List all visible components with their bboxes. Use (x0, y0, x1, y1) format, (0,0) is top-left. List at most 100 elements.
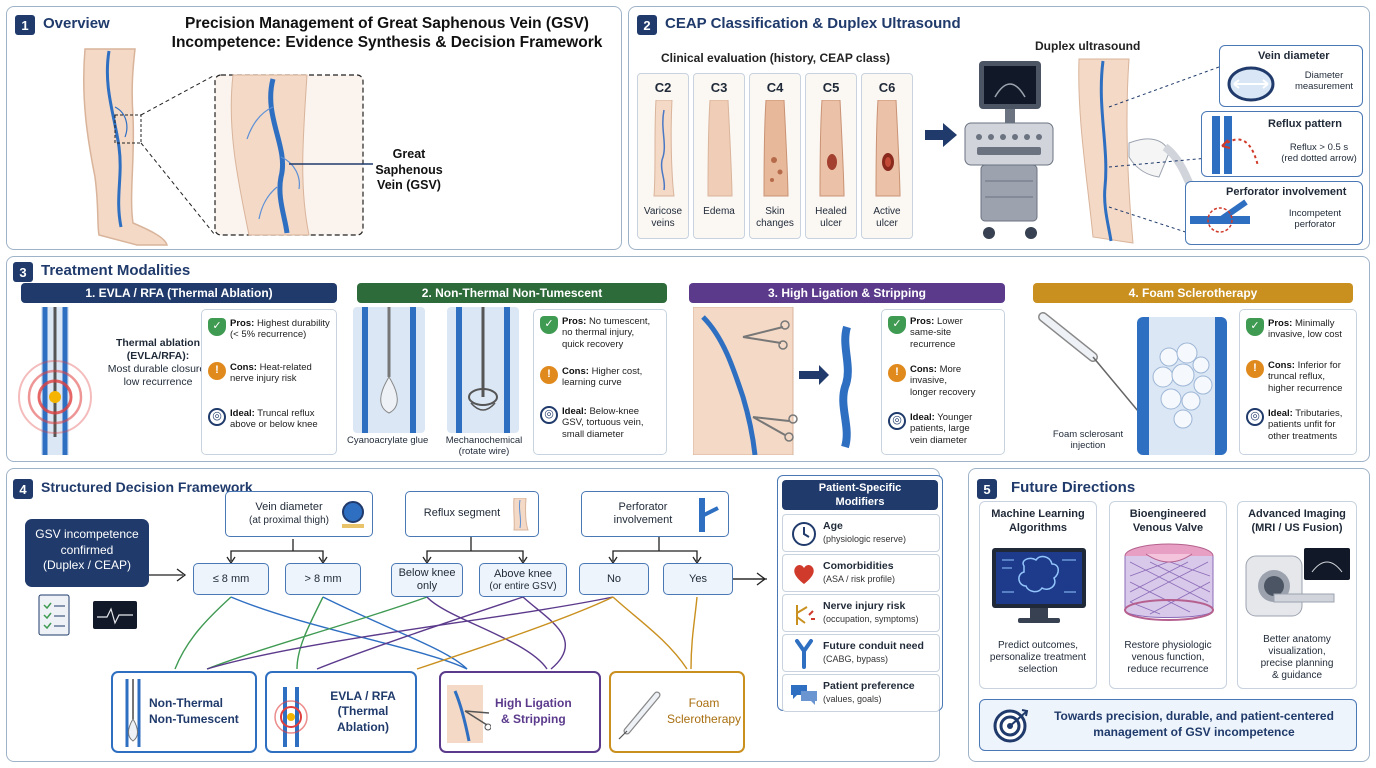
main-title-line1: Precision Management of Great Saphenous … (185, 15, 589, 32)
option-yes[interactable]: Yes (663, 563, 733, 595)
ultrasound-machine-icon (964, 61, 1054, 239)
warning-icon: ! (208, 362, 226, 380)
scissors-leg-icon (447, 685, 491, 743)
modality-1-desc: Thermal ablation (EVLA/RFA): Most durabl… (107, 337, 209, 389)
question-vein-diameter: Vein diameter(at proximal thigh) (225, 491, 373, 537)
modality-2-header: 2. Non-Thermal Non-Tumescent (357, 283, 667, 303)
overview-panel: 1 Overview Precision Management of Great… (6, 6, 622, 250)
main-title: Precision Management of Great Saphenous … (157, 15, 617, 52)
vessel-icon (795, 639, 813, 669)
vein-diameter-title: Vein diameter (1258, 50, 1330, 62)
warning-icon: ! (1246, 360, 1264, 378)
target-icon: ◎ (540, 406, 558, 424)
modality-3-header: 3. High Ligation & Stripping (689, 283, 1005, 303)
gsv-label-line1: Great (392, 147, 426, 161)
decision-connectors (149, 537, 767, 670)
option-above-knee[interactable]: Above knee(or entire GSV) (479, 563, 567, 597)
diameter-measurement-icon (1227, 66, 1275, 102)
ceap-panel: 2 CEAP Classification & Duplex Ultrasoun… (628, 6, 1370, 250)
outcome-evla-rfa[interactable]: EVLA / RFA(Thermal Ablation) (265, 671, 417, 753)
overview-title: Overview (43, 15, 110, 32)
target-icon: ◎ (1246, 408, 1264, 426)
reflux-pattern-card: Reflux pattern Reflux > 0.5 s(red dotted… (1201, 111, 1363, 177)
decision-title: Structured Decision Framework (41, 479, 253, 495)
treatment-panel: 3 Treatment Modalities 1. EVLA / RFA (Th… (6, 256, 1370, 462)
check-shield-icon: ✓ (888, 316, 906, 334)
ceap-card-c3: C3 Edema (693, 73, 745, 239)
vein-cross-section-icon (342, 501, 364, 528)
main-title-line2: Incompetence: Evidence Synthesis & Decis… (171, 33, 603, 51)
future-banner: Towards precision, durable, and patient-… (979, 699, 1357, 751)
modifier-age: Age(physiologic reserve) (782, 514, 940, 552)
reflux-desc: Reflux > 0.5 s(red dotted arrow) (1281, 142, 1357, 165)
leg-edema-icon (707, 100, 733, 197)
syringe-icon (618, 691, 661, 740)
arrow-right-icon (925, 123, 957, 147)
glue-catheter-icon (125, 679, 141, 747)
leg-varicose-icon (653, 100, 675, 197)
ceap-desc: Edema (703, 206, 735, 217)
ceap-code: C2 (654, 80, 672, 95)
gsv-label: Great Saphenous Vein (GSV) (369, 147, 449, 194)
cyanoacrylate-label: Cyanoacrylate glue (347, 435, 429, 446)
section-number-4: 4 (13, 479, 33, 499)
modality-4-header: 4. Foam Sclerotherapy (1033, 283, 1353, 303)
ceap-code: C6 (878, 80, 896, 95)
reflux-pattern-title: Reflux pattern (1268, 118, 1342, 130)
cyanoacrylate-glue-icon (353, 307, 425, 433)
target-icon: ◎ (208, 408, 226, 426)
gsv-label-line2: Saphenous (375, 162, 443, 177)
outcome-ligation[interactable]: High Ligation& Stripping (439, 671, 601, 753)
check-shield-icon: ✓ (540, 316, 558, 334)
brain-monitor-icon (992, 548, 1086, 623)
modality-2-procons: ✓Pros: No tumescent,no thermal injury,qu… (533, 309, 667, 455)
reflux-arrow-icon (1212, 116, 1259, 174)
nerve-icon (796, 605, 815, 625)
clock-icon (792, 522, 816, 546)
warning-icon: ! (888, 364, 906, 382)
leg-outline-icon (513, 498, 529, 531)
option-no[interactable]: No (579, 563, 649, 595)
option-gt-8mm[interactable]: > 8 mm (285, 563, 361, 595)
ceap-code: C5 (822, 80, 840, 95)
future-title: Future Directions (1011, 479, 1136, 496)
mechanochemical-label: Mechanochemical(rotate wire) (445, 435, 523, 458)
check-shield-icon: ✓ (1246, 318, 1264, 336)
future-imaging: Advanced Imaging(MRI / US Fusion) Better… (1237, 501, 1357, 689)
future-banner-text: Towards precision, durable, and patient-… (1054, 709, 1334, 740)
ceap-title: CEAP Classification & Duplex Ultrasound (665, 15, 961, 32)
ligation-stripping-icon (693, 307, 852, 455)
perforator-icon (699, 498, 719, 532)
foam-sclerotherapy-icon (1038, 312, 1227, 455)
modifier-nerve-injury: Nerve injury risk(occupation, symptoms) (782, 594, 940, 632)
question-reflux-segment: Reflux segment (405, 491, 539, 537)
ceap-code: C3 (710, 80, 728, 95)
leg-skin-changes-icon (763, 100, 789, 197)
leg-illustration (83, 48, 373, 246)
modality-1-header: 1. EVLA / RFA (Thermal Ablation) (21, 283, 337, 303)
section-number-2: 2 (637, 15, 657, 35)
leg-active-ulcer-icon (875, 100, 901, 197)
check-shield-icon: ✓ (208, 318, 226, 336)
chat-bubbles-icon (791, 685, 817, 705)
duplex-label: Duplex ultrasound (1035, 39, 1141, 53)
option-le-8mm[interactable]: ≤ 8 mm (193, 563, 269, 595)
modifier-comorbidities: Comorbidities(ASA / risk profile) (782, 554, 940, 592)
warning-icon: ! (540, 366, 558, 384)
modifier-preference: Patient preference(values, goals) (782, 674, 940, 712)
